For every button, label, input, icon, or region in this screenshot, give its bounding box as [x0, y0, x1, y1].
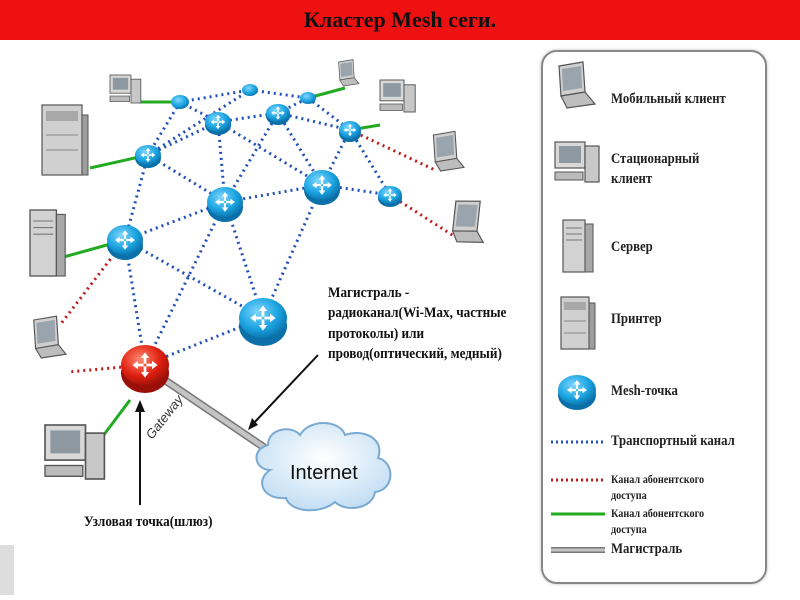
desktop-client	[379, 79, 416, 113]
legend-item-transport-channel: Транспортный канал	[543, 424, 765, 458]
legend-item-mesh-point: Mesh-точка	[543, 364, 765, 424]
mesh-point	[107, 225, 143, 260]
legend-item-access-channel-green: Канал абонентского доступа	[543, 496, 765, 536]
internet-cloud	[255, 422, 392, 512]
transport-links	[123, 88, 392, 367]
legend-label: Канал абонентского доступа	[611, 472, 705, 502]
gateway-label: Gateway	[143, 391, 187, 442]
legend-label: Сервер	[611, 239, 653, 255]
legend-label: Принтер	[611, 311, 662, 327]
desktop-icon	[554, 141, 600, 183]
mesh-point	[135, 145, 161, 168]
mesh-point	[300, 92, 316, 104]
internet-label: Internet	[290, 462, 358, 484]
title-bar: Кластер Mesh сеги.	[0, 0, 800, 40]
backbone-callout-line: провод(оптический, медный)	[328, 345, 502, 362]
legend-label: Стационарный клиент	[611, 150, 699, 189]
page-title: Кластер Mesh сеги.	[303, 7, 497, 32]
legend-label: Канал абонентского доступа	[611, 506, 705, 536]
legend-item-desktop-client: Стационарный клиент	[543, 132, 765, 202]
laptop-client	[432, 130, 465, 172]
mesh-diagram: Gateway Internet	[29, 59, 491, 512]
callout-arrow-backbone	[248, 354, 319, 430]
backbone-callout-line: Магистраль -	[328, 285, 410, 301]
printer-icon	[560, 296, 596, 350]
slide-edge-mark	[0, 545, 14, 595]
node-callout: Узловая точка(шлюз)	[84, 512, 230, 532]
legend-label-line: клиент	[611, 170, 653, 187]
mesh-point	[378, 186, 402, 207]
desktop-client	[44, 424, 106, 480]
server-device	[29, 209, 66, 277]
backbone-callout-line: протоколы) или	[328, 325, 425, 342]
legend-label: Магистраль	[611, 541, 683, 557]
desktop-client	[109, 74, 142, 104]
mesh-point	[239, 298, 287, 346]
node-callout-text: Узловая точка(шлюз)	[84, 514, 213, 530]
legend-item-server: Сервер	[543, 212, 765, 282]
legend-label: Mesh-точка	[611, 383, 678, 399]
legend-label-line: Стационарный	[611, 151, 700, 167]
mesh-point	[171, 95, 189, 109]
mesh-point	[304, 170, 340, 205]
legend-item-backbone: Магистраль	[543, 532, 765, 566]
legend-item-mobile-client: Мобильный клиент	[543, 60, 765, 120]
legend-label: Мобильный клиент	[611, 91, 726, 107]
mesh-point	[205, 112, 231, 135]
mesh-point	[339, 121, 361, 142]
backbone-callout-line: радиоканал(Wi-Max, частные	[328, 305, 507, 322]
mesh-point	[242, 84, 258, 96]
legend-label: Транспортный канал	[611, 433, 735, 449]
mesh-point-icon	[558, 375, 596, 410]
blue-dotted-line	[551, 440, 605, 444]
laptop-client	[338, 59, 360, 87]
callout-arrow-node	[135, 400, 145, 505]
legend-item-access-channel-red: Канал абонентского доступа	[543, 462, 765, 502]
backbone-callout: Магистраль - радиоканал(Wi-Max, частные …	[328, 283, 531, 364]
mesh-point	[266, 104, 290, 125]
red-dotted-line	[551, 478, 605, 482]
legend-panel: Мобильный клиент Стационарный клиент Сер…	[541, 50, 767, 584]
mesh-point	[207, 187, 243, 222]
legend-item-printer: Принтер	[543, 288, 765, 360]
laptop-client	[448, 196, 491, 247]
gateway-node	[121, 345, 169, 393]
server-icon	[562, 219, 594, 273]
green-line	[551, 512, 605, 516]
laptop-client	[33, 315, 67, 359]
laptop-icon	[558, 61, 597, 109]
gray-line	[551, 547, 605, 553]
printer-device	[41, 104, 89, 176]
